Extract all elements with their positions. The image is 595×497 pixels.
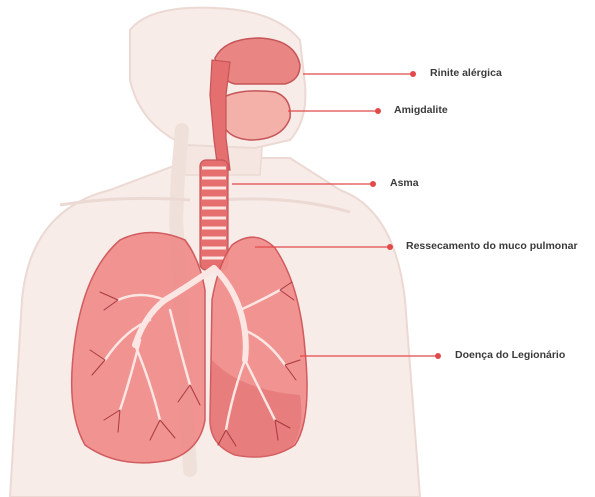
dot-asma: [370, 181, 376, 187]
dot-amigdalite: [375, 108, 381, 114]
dot-ressecamento: [387, 244, 393, 250]
dot-rinite: [410, 71, 416, 77]
label-ressecamento: Ressecamento do muco pulmonar: [406, 240, 578, 252]
trachea: [200, 160, 228, 270]
mouth-cavity: [222, 91, 290, 140]
label-asma: Asma: [390, 177, 419, 189]
label-rinite-alergica: Rinite alérgica: [430, 67, 502, 79]
label-amigdalite: Amigdalite: [394, 104, 448, 116]
dot-legionario: [435, 353, 441, 359]
label-doenca-legionario: Doença do Legionário: [455, 349, 565, 361]
